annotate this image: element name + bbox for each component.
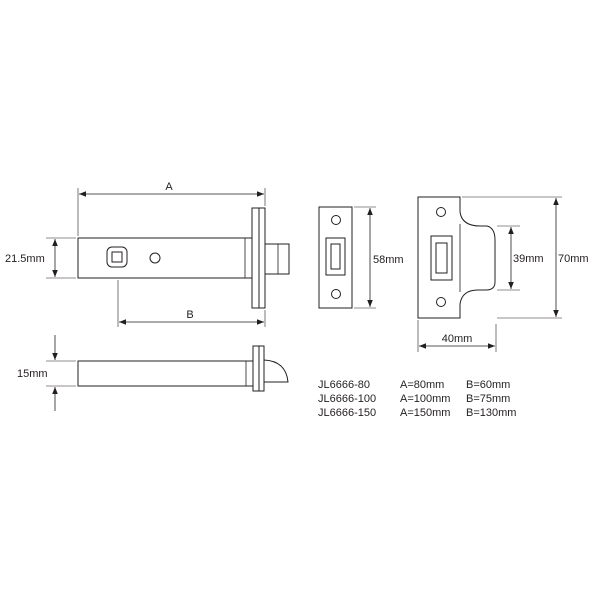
model-a-value: A=80mm bbox=[400, 379, 444, 391]
strike-box-hole-bottom bbox=[436, 297, 446, 307]
dimension-forend-width-label: 40mm bbox=[442, 333, 473, 345]
model-a-value: A=150mm bbox=[400, 407, 450, 419]
latch-side-bolt bbox=[263, 359, 289, 383]
strike-box-slot-inner bbox=[435, 242, 448, 274]
model-b-value: B=130mm bbox=[466, 407, 516, 419]
dimension-latch-height-label: 21.5mm bbox=[5, 253, 45, 265]
dimension-latch-height: 21.5mm bbox=[5, 237, 76, 279]
dimension-forend-height-label: 39mm bbox=[513, 253, 544, 265]
dimension-a: A bbox=[77, 181, 266, 236]
model-code: JL6666-100 bbox=[318, 393, 376, 405]
latch-side-forend-face bbox=[258, 345, 265, 392]
latch-side-view bbox=[77, 345, 289, 392]
model-code: JL6666-150 bbox=[318, 407, 376, 419]
dimension-b-label: B bbox=[186, 309, 193, 321]
model-table: JL6666-80 A=80mm B=60mm JL6666-100 A=100… bbox=[318, 379, 516, 419]
model-b-value: B=60mm bbox=[466, 379, 510, 391]
latch-forend-face bbox=[258, 207, 266, 309]
strike-plate-hole-top bbox=[331, 215, 341, 225]
strike-plate-hole-bottom bbox=[331, 289, 341, 299]
dimension-strike-plate-height: 58mm bbox=[354, 206, 404, 309]
dimension-a-label: A bbox=[165, 181, 173, 193]
dimension-strike-box-height: 70mm bbox=[462, 196, 589, 319]
spindle-hole-square bbox=[111, 251, 123, 263]
dimension-forend-height: 39mm bbox=[497, 225, 544, 291]
fixing-hole bbox=[149, 252, 161, 264]
dimension-latch-thickness-label: 15mm bbox=[17, 368, 48, 380]
dimension-latch-thickness: 15mm bbox=[17, 335, 76, 411]
model-b-value: B=75mm bbox=[466, 393, 510, 405]
latch-forend-plate bbox=[251, 207, 260, 309]
strike-box bbox=[417, 196, 496, 319]
model-code: JL6666-80 bbox=[318, 379, 370, 391]
dimension-strike-box-height-label: 70mm bbox=[558, 253, 589, 265]
model-a-value: A=100mm bbox=[400, 393, 450, 405]
dimension-strike-plate-height-label: 58mm bbox=[373, 254, 404, 266]
latch-body bbox=[77, 237, 253, 279]
strike-plate-slot-inner bbox=[330, 243, 341, 270]
dimension-forend-width: 40mm bbox=[417, 320, 497, 352]
latch-side-body bbox=[77, 360, 254, 387]
latch-bolt bbox=[264, 243, 290, 275]
strike-plate bbox=[318, 206, 353, 309]
dimension-b: B bbox=[117, 280, 266, 327]
strike-box-hole-top bbox=[436, 207, 446, 217]
latch-front-view bbox=[77, 207, 290, 309]
latch-side-forend bbox=[252, 345, 260, 392]
strike-box-outline bbox=[417, 196, 496, 319]
